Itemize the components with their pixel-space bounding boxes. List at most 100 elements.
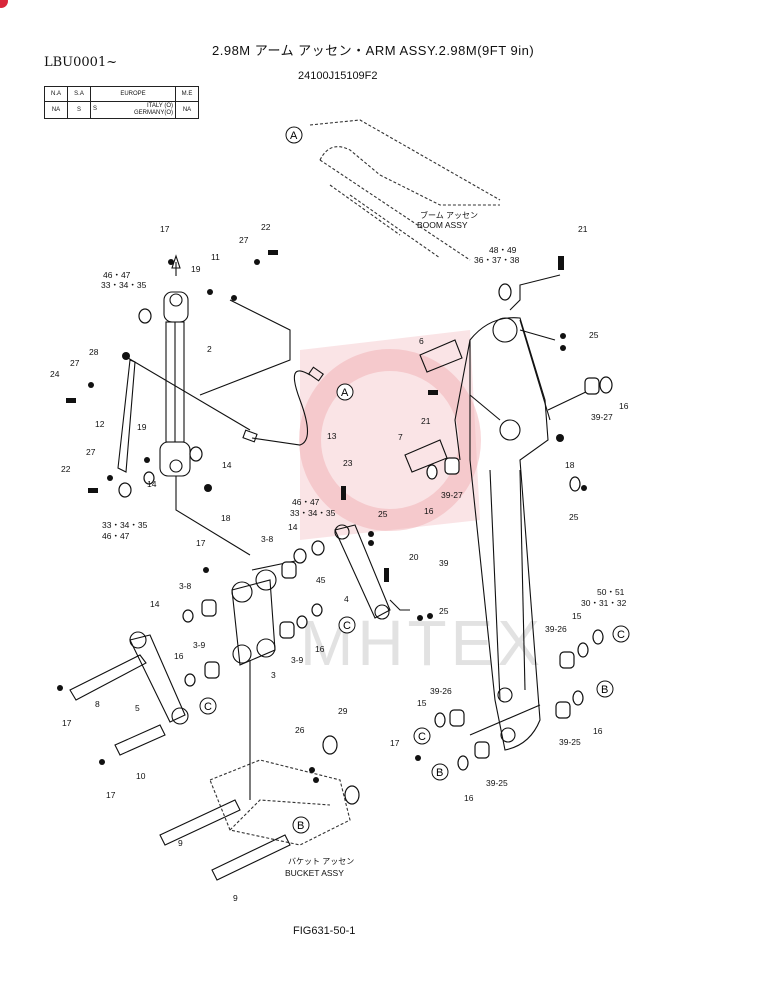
callout: 16 xyxy=(174,651,184,661)
callout: 17 xyxy=(106,790,116,800)
connector-b-bucket: B xyxy=(292,816,310,834)
connector-b-arm-right: B xyxy=(596,680,614,698)
callout: 3-9 xyxy=(193,640,206,650)
callout: 18 xyxy=(565,460,575,470)
callout: 39-27 xyxy=(441,490,463,500)
svg-text:A: A xyxy=(290,130,298,142)
callout: 4 xyxy=(344,594,349,604)
callout: 16 xyxy=(619,401,629,411)
callout: 17 xyxy=(160,224,170,234)
hose-13 xyxy=(251,370,311,446)
callout: 33・34・35 xyxy=(101,280,147,290)
callout: 16 xyxy=(593,726,603,736)
pin-10 xyxy=(114,724,166,756)
callout: 30・31・32 xyxy=(581,598,627,608)
pin-8 xyxy=(69,654,147,701)
svg-text:A: A xyxy=(341,387,349,399)
callout: 50・51 xyxy=(597,587,625,597)
callout: 8 xyxy=(95,699,100,709)
callout: 26 xyxy=(295,725,305,735)
corner-badge xyxy=(0,0,8,8)
callout: 21 xyxy=(578,224,588,234)
callout: 3 xyxy=(271,670,276,680)
arm-39 xyxy=(454,317,551,751)
callout: 39-26 xyxy=(430,686,452,696)
callout: 18 xyxy=(221,513,231,523)
spec-value-sa: S xyxy=(67,101,91,119)
spec-europe-germany: GERMANY(O) xyxy=(134,110,173,116)
pin-9-lower xyxy=(211,834,291,881)
callout: 39-26 xyxy=(545,624,567,634)
callout: 25 xyxy=(589,330,599,340)
spec-value-na: NA xyxy=(44,101,68,119)
line-art xyxy=(69,119,591,881)
callout: 17 xyxy=(62,718,72,728)
callout: 25 xyxy=(378,509,388,519)
callout: 16 xyxy=(315,644,325,654)
spec-value-row: NA S S ITALY (O) GERMANY(O) NA xyxy=(44,101,199,119)
callout: 46・47 xyxy=(102,531,130,541)
callout: 48・49 xyxy=(489,245,517,255)
callout: 3-9 xyxy=(291,655,304,665)
region-spec-table: N.A S.A EUROPE M.E NA S S ITALY (O) GERM… xyxy=(44,86,199,119)
callout: 28 xyxy=(89,347,99,357)
connectors: A A C C C C B B B xyxy=(199,126,630,834)
callout: 11 xyxy=(211,252,220,262)
svg-text:C: C xyxy=(343,620,351,632)
spec-europe-code: S xyxy=(93,106,98,112)
callout: 5 xyxy=(135,703,140,713)
spec-europe-italy: ITALY (O) xyxy=(146,103,173,109)
connector-c-bracket: C xyxy=(338,616,356,634)
callout: 27 xyxy=(239,235,249,245)
callout: 17 xyxy=(196,538,206,548)
callout: 33・34・35 xyxy=(290,508,336,518)
boom-assy-label: BOOM ASSY xyxy=(417,220,468,230)
connector-c-arm-right: C xyxy=(612,625,630,643)
callout: 9 xyxy=(178,838,183,848)
callout: 45 xyxy=(316,575,326,585)
callout: 23 xyxy=(343,458,353,468)
svg-text:B: B xyxy=(436,767,443,779)
callout: 36・37・38 xyxy=(474,255,520,265)
pin-9-upper xyxy=(159,799,241,846)
watermark: MHTEX xyxy=(299,330,540,679)
arm-cylinder xyxy=(159,254,191,477)
callout: 39-25 xyxy=(486,778,508,788)
connector-b-arm-left: B xyxy=(431,763,449,781)
washers xyxy=(118,283,613,805)
part-callouts: 17 22 27 11 19 46・47 33・34・35 2 28 27 24… xyxy=(50,222,629,903)
boom-assy-outline xyxy=(309,119,501,261)
callout: 27 xyxy=(86,447,96,457)
bucket-assy-label-jp: バケット アッセン xyxy=(288,857,354,866)
callout: 24 xyxy=(50,369,60,379)
connector-c-arm-left: C xyxy=(413,727,431,745)
callout: 12 xyxy=(95,419,105,429)
callout: 33・34・35 xyxy=(102,520,148,530)
figure-id: FIG631-50-1 xyxy=(293,925,356,937)
link-3 xyxy=(231,569,277,666)
callout: 9 xyxy=(233,893,238,903)
connector-c-link: C xyxy=(199,697,217,715)
bolts xyxy=(57,250,587,783)
callout: 19 xyxy=(191,264,201,274)
callout: 14 xyxy=(288,522,298,532)
callout: 15 xyxy=(572,611,582,621)
spec-value-europe: S ITALY (O) GERMANY(O) xyxy=(90,101,176,119)
diagram-title: 2.98M アーム アッセン・ARM ASSY.2.98M(9FT 9in) xyxy=(212,43,535,58)
callout: 29 xyxy=(338,706,348,716)
callout: 15 xyxy=(417,698,427,708)
link-5 xyxy=(129,631,189,725)
connector-a-boom: A xyxy=(285,126,303,144)
callout: 39-25 xyxy=(559,737,581,747)
callout: 39-27 xyxy=(591,412,613,422)
callout: 7 xyxy=(398,432,403,442)
callout: 16 xyxy=(464,793,474,803)
callout: 19 xyxy=(137,422,147,432)
callout: 46・47 xyxy=(292,497,320,507)
callout: 2 xyxy=(207,344,212,354)
callout: 27 xyxy=(70,358,80,368)
svg-text:B: B xyxy=(601,684,608,696)
callout: 22 xyxy=(261,222,271,232)
